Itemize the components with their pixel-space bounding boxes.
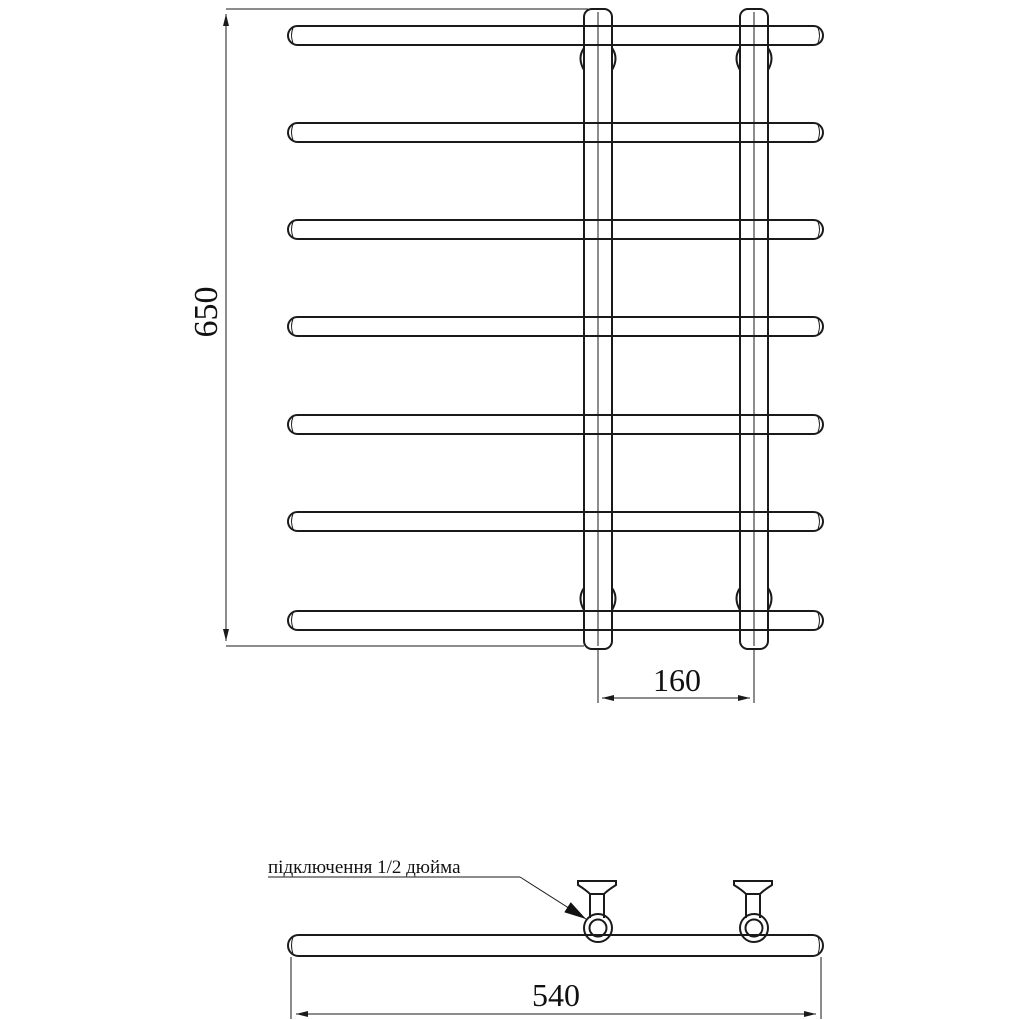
rail xyxy=(287,122,824,143)
height-label: 650 xyxy=(188,287,225,338)
front-view: 650 160 xyxy=(188,8,824,703)
left-wall-mount xyxy=(577,880,617,918)
rail xyxy=(287,316,824,337)
top-view: підключення 1/2 дюйма 540 xyxy=(268,857,824,1019)
height-dimension: 650 xyxy=(188,8,588,647)
rail xyxy=(287,25,824,46)
width-label: 540 xyxy=(532,977,580,1013)
connection-label: підключення 1/2 дюйма xyxy=(268,857,461,878)
spacing-label: 160 xyxy=(653,662,701,698)
width-dimension: 540 xyxy=(290,957,822,1019)
left-connection-pipe xyxy=(583,913,613,943)
right-connection-pipe xyxy=(739,913,769,943)
right-upright xyxy=(735,8,773,650)
left-upright xyxy=(579,8,617,650)
connection-callout: підключення 1/2 дюйма xyxy=(268,857,587,920)
rail-end-marks xyxy=(291,27,820,629)
rail xyxy=(287,414,824,435)
rail xyxy=(287,610,824,631)
rail xyxy=(287,511,824,532)
rails xyxy=(287,25,824,631)
rail xyxy=(287,219,824,240)
spacing-dimension: 160 xyxy=(597,650,755,703)
top-rail xyxy=(287,934,824,957)
right-wall-mount xyxy=(733,880,773,918)
